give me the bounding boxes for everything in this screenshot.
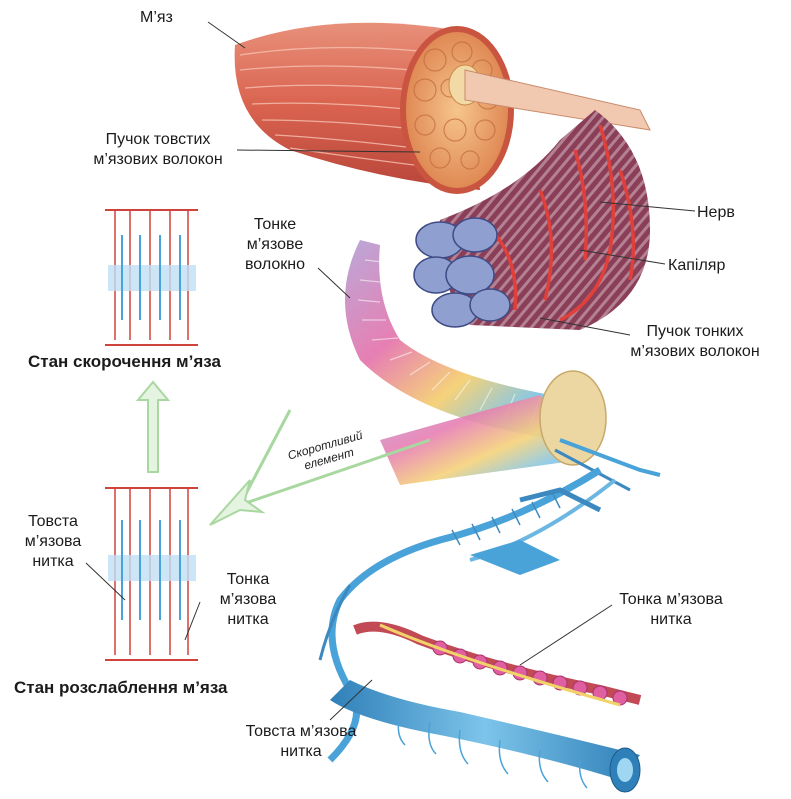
label-nerve: Нерв xyxy=(697,203,735,223)
label-thin-bundle-line2: м’язових волокон xyxy=(605,342,785,362)
label-thick-filament-bottom-line1: Товста м’язова xyxy=(226,722,376,742)
label-thin-fiber-line2: м’язове xyxy=(225,235,325,255)
sarcomere-relaxed xyxy=(105,488,198,660)
label-thin-bundle-line1: Пучок тонких xyxy=(605,322,785,342)
label-thick-filament-left-line3: нитка xyxy=(8,552,98,572)
label-capillary: Капіляр xyxy=(668,256,725,276)
label-thick-bundle: Пучок товстих м’язових волокон xyxy=(58,130,258,170)
label-thin-fiber: Тонке м’язове волокно xyxy=(225,215,325,275)
label-thick-filament-left-line1: Товста xyxy=(8,512,98,532)
label-thick-filament-bottom-line2: нитка xyxy=(226,742,376,762)
label-thin-fiber-line1: Тонке xyxy=(225,215,325,235)
label-thick-bundle-line1: Пучок товстих xyxy=(58,130,258,150)
label-thin-filament-right-line1: Тонка м’язова xyxy=(596,590,746,610)
label-thick-filament-bottom: Товста м’язова нитка xyxy=(226,722,376,762)
label-thin-filament-left: Тонка м’язова нитка xyxy=(203,570,293,630)
label-thin-filament-right-line2: нитка xyxy=(596,610,746,630)
label-thin-filament-left-line1: Тонка xyxy=(203,570,293,590)
label-thick-bundle-line2: м’язових волокон xyxy=(58,150,258,170)
label-thin-filament-left-line3: нитка xyxy=(203,610,293,630)
label-thick-filament-left: Товста м’язова нитка xyxy=(8,512,98,572)
sarcomere-contracted xyxy=(105,210,198,345)
label-thin-filament-left-line2: м’язова xyxy=(203,590,293,610)
label-relaxation-state: Стан розслаблення м’яза xyxy=(14,678,228,698)
label-thin-filament-right: Тонка м’язова нитка xyxy=(596,590,746,630)
label-thin-fiber-line3: волокно xyxy=(225,255,325,275)
label-thick-filament-left-line2: м’язова xyxy=(8,532,98,552)
label-contraction-state: Стан скорочення м’яза xyxy=(28,352,221,372)
label-muscle: М’яз xyxy=(140,8,173,28)
label-thin-bundle: Пучок тонких м’язових волокон xyxy=(605,322,785,362)
